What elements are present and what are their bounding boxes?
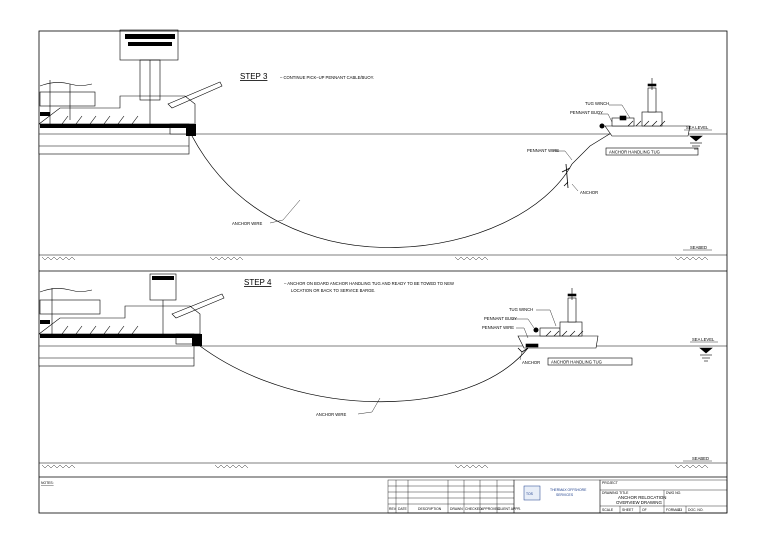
anchor-handling-tug-label: ANCHOR HANDLING TUG [551, 360, 602, 365]
anchor-handling-tug-label: ANCHOR HANDLING TUG [609, 150, 660, 155]
company-logo: TOS [523, 485, 541, 501]
pennant-buoy-icon [533, 327, 539, 333]
rig-solid-parts [40, 34, 196, 136]
step-3-label: STEP 3 [240, 72, 268, 81]
anchor-handling-tug [517, 288, 599, 349]
pennant-buoy-label: PENNANT BUOY [570, 110, 603, 115]
anchor-icon [561, 163, 571, 189]
logo-text: TOS [526, 492, 534, 496]
tug-winch-label: TUG WINCH [509, 307, 533, 312]
checked-header: CHECKED [465, 507, 482, 511]
format-value: A3 [678, 508, 682, 512]
company-name-line1: THERMAX OFFSHORE [550, 488, 587, 492]
sheet-label: SHEET [622, 508, 633, 512]
step-4-note-line1: – ANCHOR ON BOARD ANCHOR HANDLING TUG AN… [284, 281, 454, 286]
anchor-handling-tug-box [605, 147, 699, 156]
anchor-label: ANCHOR [522, 360, 540, 365]
rig-barge [38, 29, 223, 155]
drawing-border [38, 30, 728, 514]
format-label: FORMAT [666, 508, 680, 512]
pennant-wire-label: PENNANT WIRE [527, 148, 559, 153]
description-header: DESCRIPTION [418, 507, 442, 511]
dwg-no-label: DWG NO. [666, 491, 681, 495]
anchor-handling-tug-box [547, 357, 633, 366]
rev-header: REV [389, 507, 397, 511]
pennant-buoy-label: PENNANT BUOY [484, 316, 517, 321]
sea-level-label: SEA LEVEL [686, 125, 709, 130]
client-appr-header: CLIENT APPR. [498, 507, 521, 511]
drawing-title-line1: ANCHOR RELOCATION [618, 495, 666, 500]
step-4-label: STEP 4 [244, 278, 272, 287]
seabed-label: SEABED [690, 245, 707, 250]
scale-label: SCALE [602, 508, 614, 512]
pennant-buoy-icon [599, 123, 605, 129]
step-4-note-line2: LOCATION OR BACK TO SERVICE BARGE. [291, 288, 375, 293]
company-name-line2: SERVICES [556, 493, 574, 497]
date-header: DATE [398, 507, 408, 511]
sea-level-symbol [699, 347, 713, 362]
rig-barge [38, 273, 225, 367]
anchor-wire-label: ANCHOR WIRE [232, 221, 262, 226]
anchor-wire [191, 135, 573, 248]
doc-no-label: DOC. NO. [688, 508, 704, 512]
leader-lines [357, 309, 718, 462]
step-3-note: – CONTINUE PICK–UP PENNANT CABLE/BUOY. [280, 75, 374, 80]
anchor-wire [199, 345, 529, 403]
title-block: NOTES: REV DATE DESCRIPTION DRAWN CHECKE… [41, 479, 728, 514]
of-label: OF [642, 508, 647, 512]
drawing-info-block [599, 479, 728, 514]
sea-level-label: SEA LEVEL [692, 337, 715, 342]
seabed-label: SEABED [692, 456, 709, 461]
anchor-handling-tug [604, 78, 691, 137]
panel-step-4: STEP 4 – ANCHOR ON BOARD ANCHOR HANDLING… [38, 273, 727, 469]
notes-label: NOTES: [41, 481, 54, 485]
leader-lines [269, 104, 712, 251]
seabed-hatching [41, 464, 709, 469]
rig-solid-parts [40, 276, 202, 346]
panel-step-3: STEP 3 – CONTINUE PICK–UP PENNANT CABLE/… [38, 29, 727, 261]
anchor-label: ANCHOR [580, 190, 598, 195]
pennant-wire-label: PENNANT WIRE [482, 325, 514, 330]
sea-level-symbol [689, 135, 703, 150]
anchor-wire-label: ANCHOR WIRE [316, 412, 346, 417]
approved-header: APPROVED [481, 507, 500, 511]
tug-winch-label: TUG WINCH [585, 101, 609, 106]
drawing-title-label: DRAWING TITLE [602, 491, 629, 495]
drawn-header: DRAWN [450, 507, 463, 511]
pennant-wire [571, 129, 617, 165]
seabed-hatching [41, 256, 709, 261]
project-label: PROJECT [602, 481, 618, 485]
drawing-title-line2: OVERVIEW DRAWING [616, 500, 662, 505]
